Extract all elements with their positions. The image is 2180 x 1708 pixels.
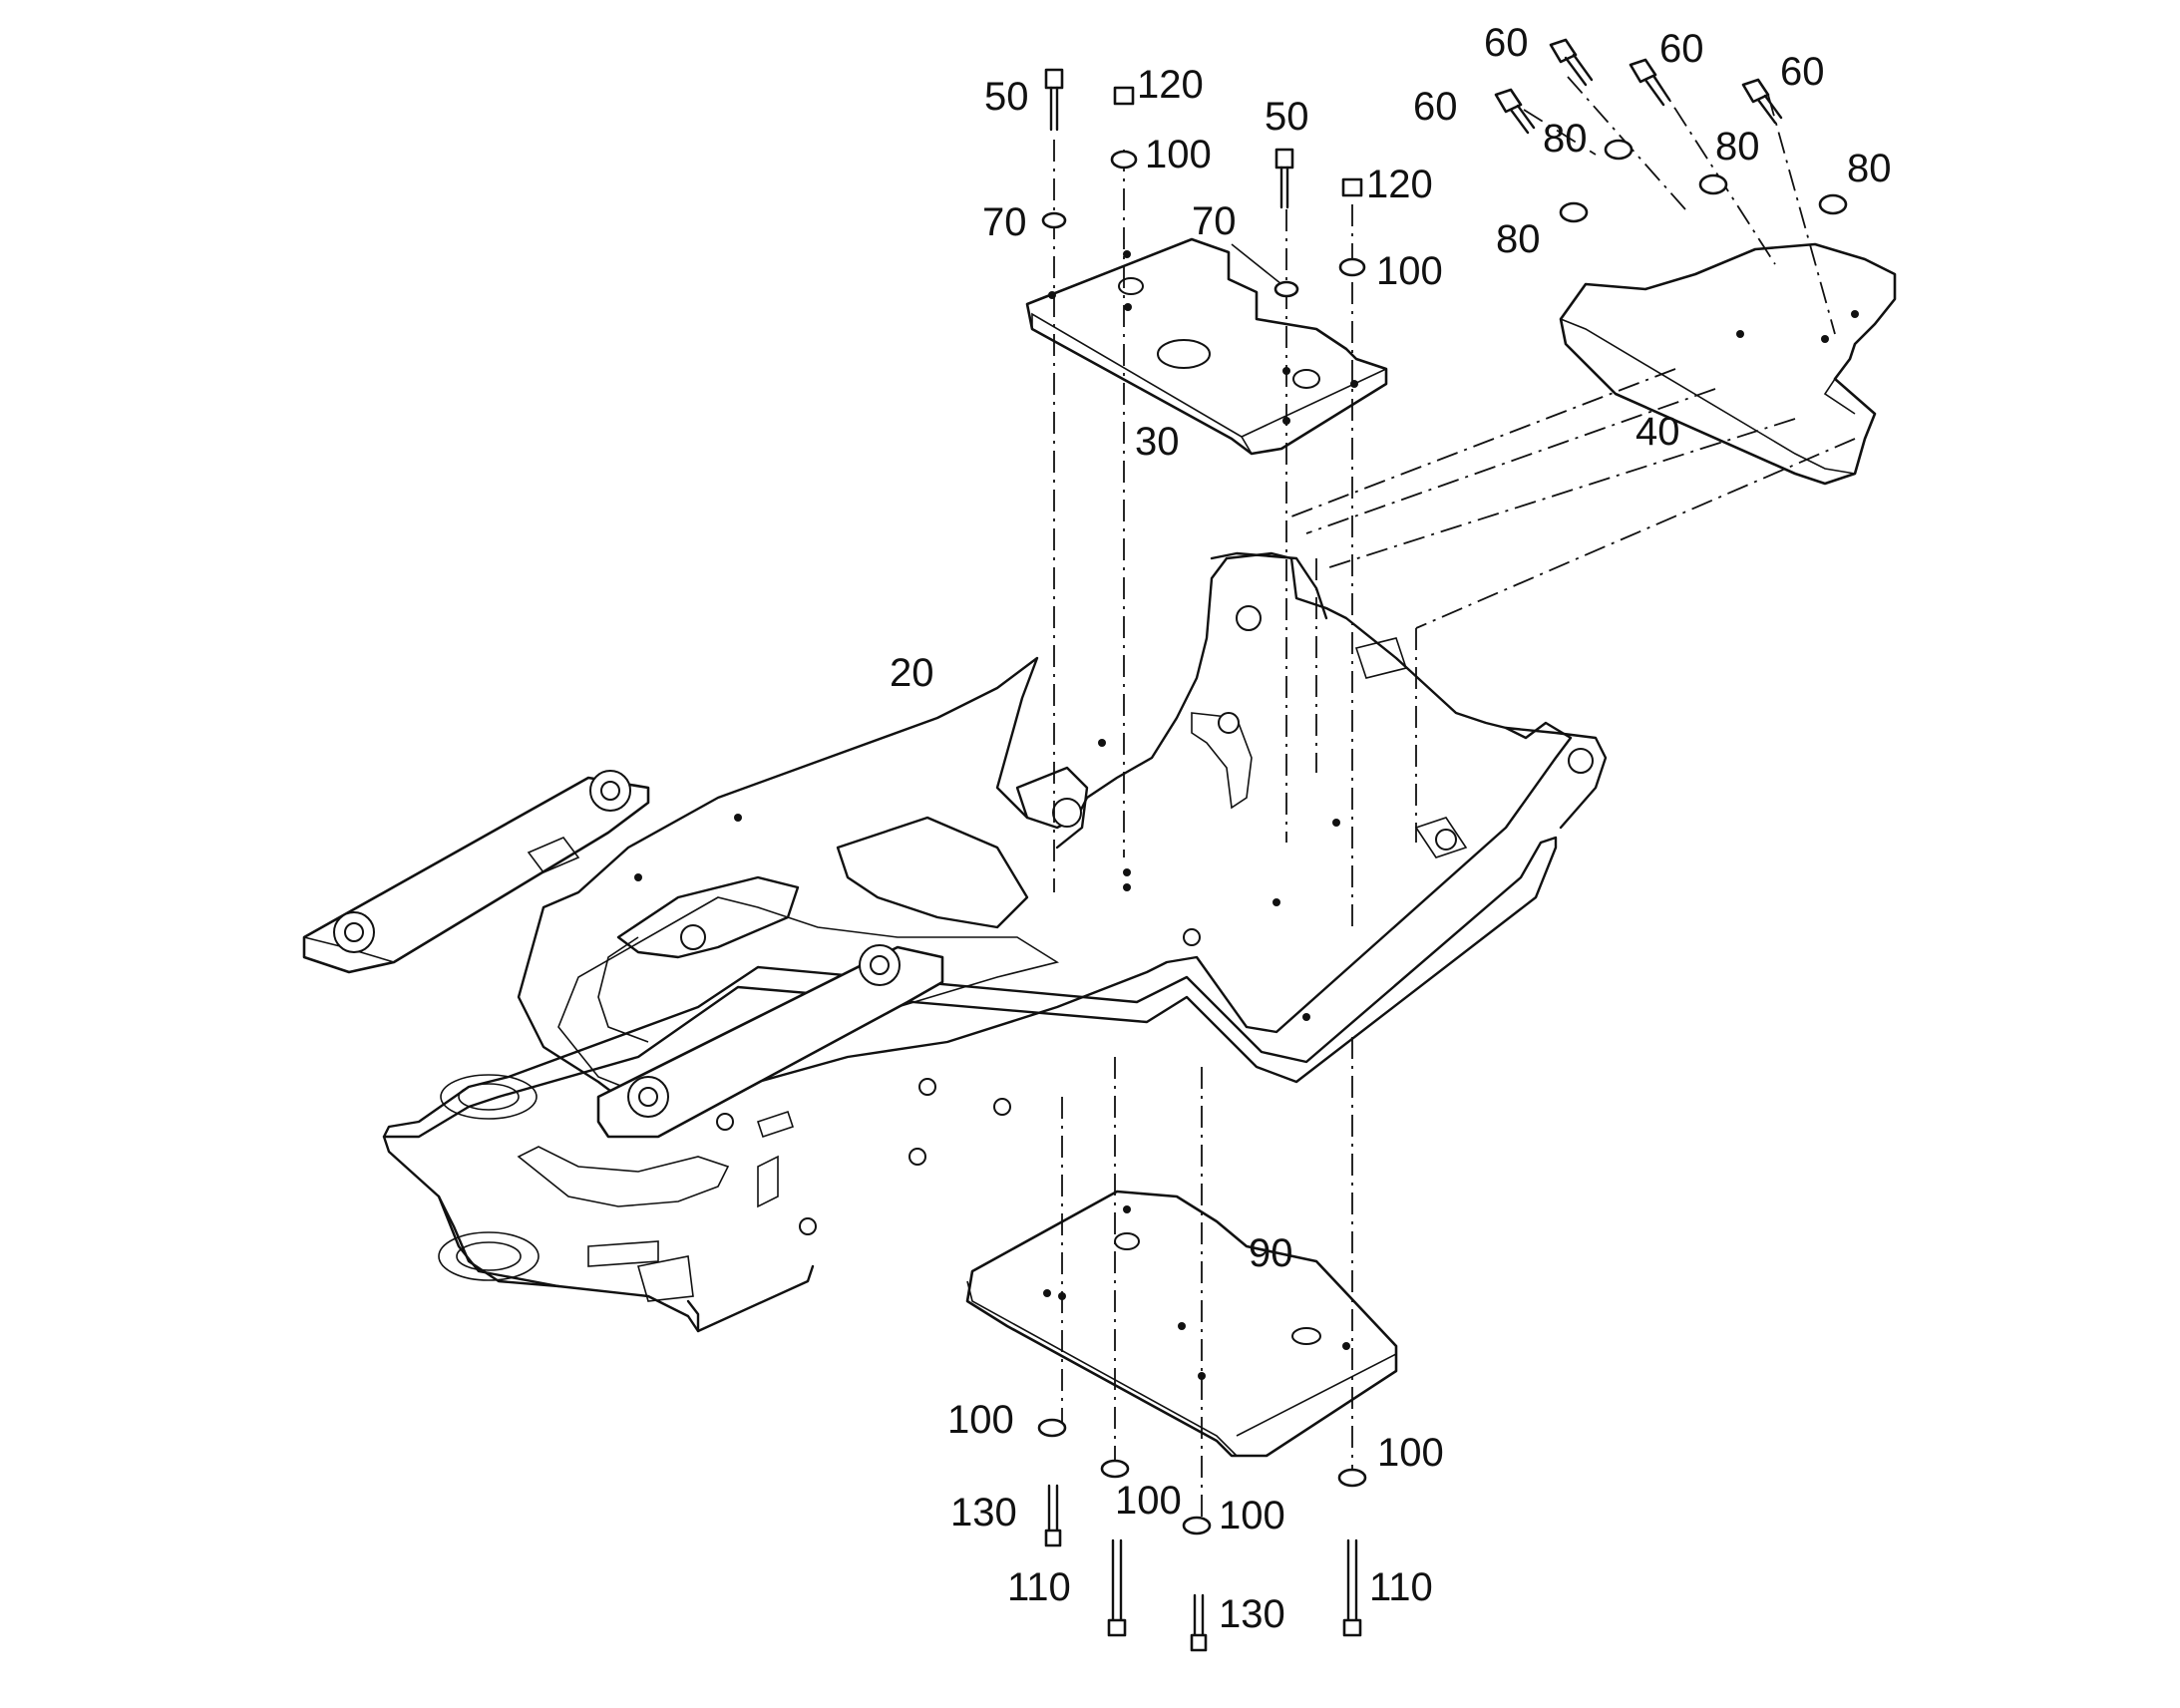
plate-part-40 <box>1559 242 1897 486</box>
callout-120-left: 120 <box>1137 63 1204 107</box>
callout-100-left: 100 <box>1145 133 1212 176</box>
callout-80-b: 80 <box>1715 125 1760 169</box>
callout-100-bottom-c: 100 <box>1115 1479 1182 1523</box>
callout-40: 40 <box>1635 410 1680 454</box>
bolt-130-right <box>1190 1593 1208 1652</box>
plate-part-30 <box>1025 237 1388 456</box>
callout-120-right: 120 <box>1366 163 1433 206</box>
assembly-center-lines <box>1053 74 1856 1526</box>
bolt-110-left <box>1107 1538 1127 1637</box>
bolt-60-set <box>1494 38 1783 135</box>
callout-100-bottom-b: 100 <box>1377 1431 1444 1475</box>
callout-70-right: 70 <box>1192 199 1237 243</box>
callout-90: 90 <box>1249 1231 1293 1275</box>
callout-80-a: 80 <box>1543 117 1588 161</box>
bolt-50-right <box>1274 148 1294 209</box>
bolt-50-left <box>1044 68 1064 132</box>
washer-100-right <box>1338 257 1366 277</box>
washer-80-set <box>1559 139 1848 223</box>
callout-100-bottom-a: 100 <box>947 1398 1014 1442</box>
callout-70-left: 70 <box>982 200 1027 244</box>
nut-120-left <box>1113 86 1135 106</box>
washer-70-right <box>1273 280 1299 298</box>
callout-20: 20 <box>890 651 934 695</box>
washer-100-bottom-set <box>1037 1418 1367 1536</box>
callout-labels: 20 30 40 90 50 120 100 70 50 70 120 100 … <box>890 21 1892 1636</box>
plate-part-90 <box>965 1190 1398 1458</box>
callout-60-d: 60 <box>1413 85 1458 129</box>
bolt-110-right <box>1342 1538 1362 1637</box>
frame-part-20 <box>302 551 1608 1333</box>
washer-70-left <box>1041 211 1067 229</box>
callout-60-a: 60 <box>1484 21 1529 65</box>
callout-80-d: 80 <box>1496 217 1541 261</box>
callout-30: 30 <box>1135 420 1180 464</box>
callout-110-left: 110 <box>1007 1565 1071 1609</box>
nut-120-right <box>1341 177 1363 197</box>
callout-50-left: 50 <box>984 75 1029 119</box>
callout-60-b: 60 <box>1659 27 1704 71</box>
bolt-130-left <box>1044 1484 1062 1547</box>
callout-80-c: 80 <box>1847 147 1892 190</box>
leader-lines <box>1231 243 1282 285</box>
callout-130-left: 130 <box>950 1491 1017 1535</box>
callout-100-bottom-d: 100 <box>1219 1494 1285 1537</box>
callout-110-right: 110 <box>1369 1565 1433 1609</box>
callout-60-c: 60 <box>1780 50 1825 94</box>
washer-100-left <box>1110 150 1138 170</box>
callout-130-right: 130 <box>1219 1592 1285 1636</box>
callout-100-right: 100 <box>1376 249 1443 293</box>
callout-50-right: 50 <box>1265 95 1309 139</box>
